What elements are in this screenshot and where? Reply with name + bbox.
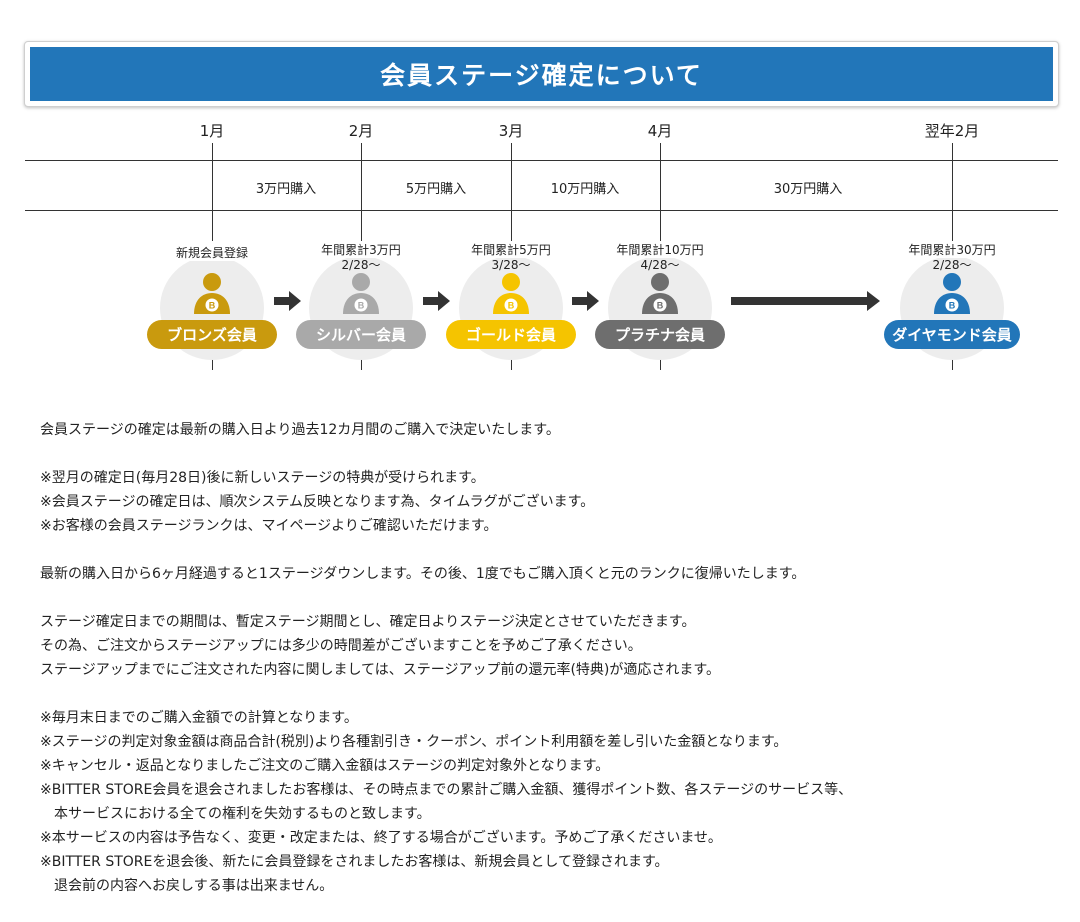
timeline-top-rule [25, 160, 1058, 161]
stage-badge: ブロンズ会員 [147, 320, 277, 349]
stage-date: 3/28〜 [491, 258, 531, 272]
note-line: 本サービスにおける全ての権利を失効するものと致します。 [40, 806, 431, 822]
stage-date: 2/28〜 [932, 258, 972, 272]
paragraph-gap [40, 538, 1070, 562]
arrow-right-icon [572, 291, 599, 311]
stage-date: 4/28〜 [640, 258, 680, 272]
note-line: ※翌月の確定日(毎月28日)後に新しいステージの特典が受けられます。 [40, 470, 485, 486]
stage-timeline: 1月 2月 3月 4月 翌年2月 3万円購入 5万円購入 10万円購入 30万円… [0, 0, 1080, 390]
stage-badge: ゴールド会員 [446, 320, 576, 349]
long-arrow-right-icon [731, 291, 880, 311]
paragraph-gap [40, 442, 1070, 466]
title-frame: 会員ステージ確定について [24, 41, 1059, 107]
note-line: ステージ確定日までの期間は、暫定ステージ期間とし、確定日よりステージ決定とさせて… [40, 614, 696, 630]
notes-section: 会員ステージの確定は最新の購入日より過去12カ月間のご購入で決定いたします。 ※翌… [40, 418, 1070, 898]
period-label: 5万円購入 [405, 182, 467, 197]
stage-badge: ダイヤモンド会員 [884, 320, 1020, 349]
member-badge-letter: B [508, 301, 515, 311]
arrow-right-icon [423, 291, 450, 311]
timeline-tick [212, 143, 213, 241]
stage-caption: 年間累計5万円 [441, 243, 581, 258]
period-label: 10万円購入 [550, 182, 620, 197]
note-line: 最新の購入日から6ヶ月経過すると1ステージダウンします。その後、1度でもご購入頂… [40, 566, 806, 582]
note-line: ※ステージの判定対象金額は商品合計(税別)より各種割引き・クーポン、ポイント利用… [40, 734, 788, 750]
stage-caption: 新規会員登録 [142, 246, 282, 261]
note-line: その為、ご注文からステージアップには多少の時間差がございますことを予めご了承くだ… [40, 638, 642, 654]
member-badge-letter: B [209, 301, 216, 311]
month-label: 4月 [647, 122, 673, 140]
member-badge-letter: B [358, 301, 365, 311]
timeline-tick [361, 143, 362, 241]
timeline-tick [660, 143, 661, 241]
timeline-tick [511, 143, 512, 241]
bronze-member-icon: B [192, 272, 232, 318]
month-label: 1月 [199, 122, 225, 140]
arrow-right-icon [274, 291, 301, 311]
stage-caption: 年間累計10万円 [590, 243, 730, 258]
note-line: ステージアップまでにご注文された内容に関しましては、ステージアップ前の還元率(特… [40, 662, 720, 678]
month-label: 翌年2月 [924, 122, 980, 140]
platinum-member-icon: B [640, 272, 680, 318]
note-line: 退会前の内容へお戻しする事は出来ません。 [40, 878, 334, 894]
paragraph-gap [40, 586, 1070, 610]
timeline-bottom-rule [25, 210, 1058, 211]
stage-caption: 年間累計30万円 [882, 243, 1022, 258]
paragraph-gap [40, 682, 1070, 706]
stage-badge: プラチナ会員 [595, 320, 725, 349]
month-label: 3月 [498, 122, 524, 140]
member-badge-letter: B [657, 301, 664, 311]
note-line: 会員ステージの確定は最新の購入日より過去12カ月間のご購入で決定いたします。 [40, 422, 560, 438]
period-label: 30万円購入 [773, 182, 843, 197]
note-line: ※キャンセル・返品となりましたご注文のご購入金額はステージの判定対象外となります… [40, 758, 610, 774]
note-line: ※BITTER STOREを退会後、新たに会員登録をされましたお客様は、新規会員… [40, 854, 669, 870]
period-label: 3万円購入 [255, 182, 317, 197]
note-line: ※お客様の会員ステージランクは、マイページよりご確認いただけます。 [40, 518, 498, 534]
gold-member-icon: B [491, 272, 531, 318]
stage-caption: 年間累計3万円 [291, 243, 431, 258]
note-line: ※毎月末日までのご購入金額での計算となります。 [40, 710, 358, 726]
page-title: 会員ステージ確定について [30, 47, 1053, 101]
timeline-tick [952, 143, 953, 241]
member-badge-letter: B [949, 301, 956, 311]
silver-member-icon: B [341, 272, 381, 318]
stage-date: 2/28〜 [341, 258, 381, 272]
note-line: ※BITTER STORE会員を退会されましたお客様は、その時点までの累計ご購入… [40, 782, 853, 798]
stage-badge: シルバー会員 [296, 320, 426, 349]
note-line: ※本サービスの内容は予告なく、変更・改定または、終了する場合がございます。予めご… [40, 830, 722, 846]
diamond-member-icon: B [932, 272, 972, 318]
month-label: 2月 [348, 122, 374, 140]
note-line: ※会員ステージの確定日は、順次システム反映となります為、タイムラグがございます。 [40, 494, 595, 510]
